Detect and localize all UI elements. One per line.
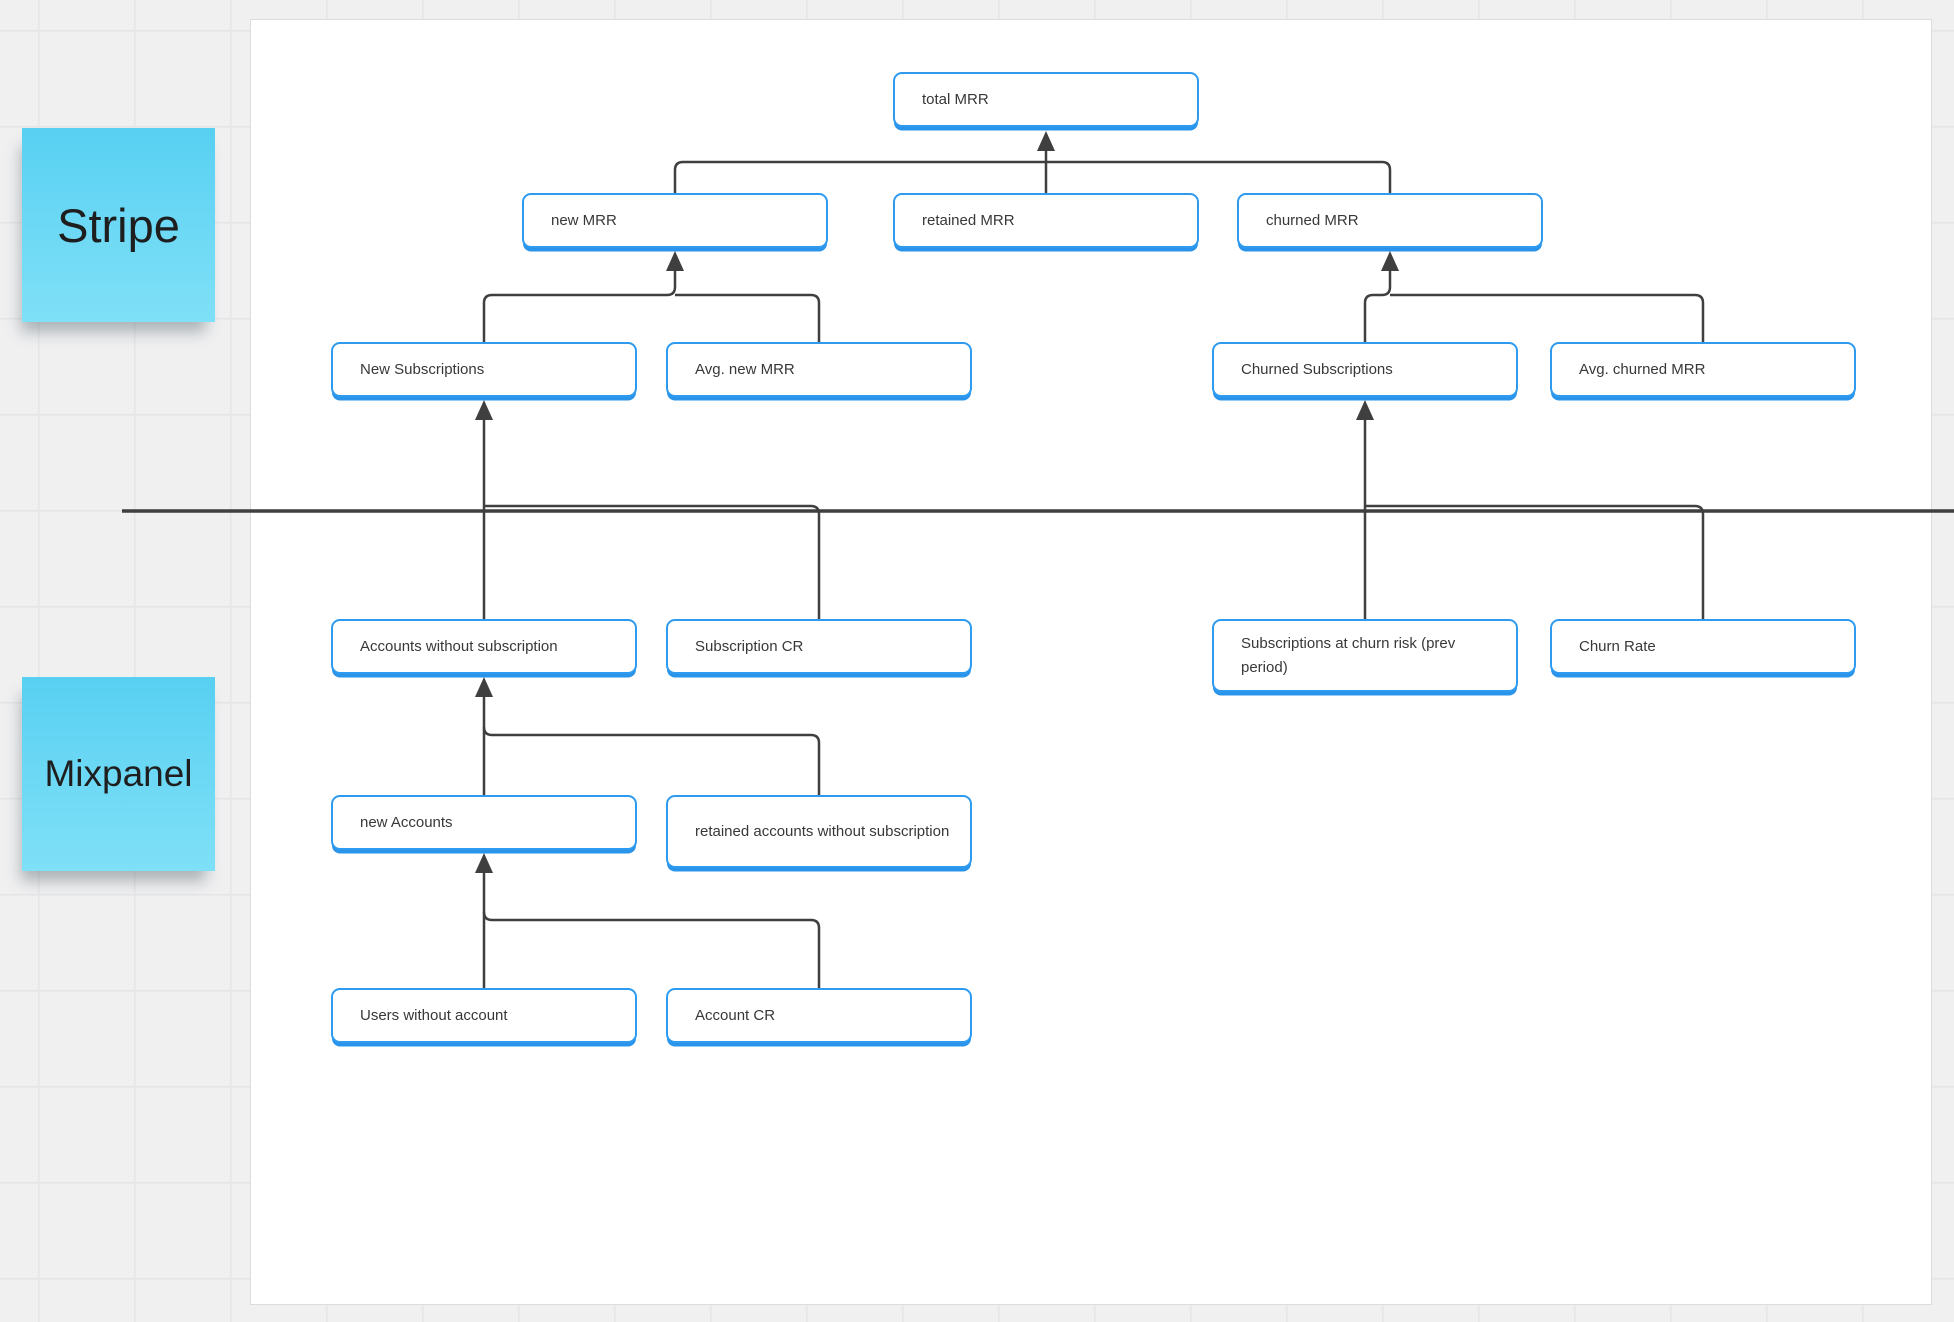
node-account-cr[interactable]: Account CR — [666, 988, 972, 1043]
node-label: Churn Rate — [1579, 637, 1656, 655]
node-churned-subscriptions[interactable]: Churned Subscriptions — [1212, 342, 1518, 397]
node-churned-mrr[interactable]: churned MRR — [1237, 193, 1543, 248]
node-label: total MRR — [922, 90, 989, 108]
node-label: Churned Subscriptions — [1241, 360, 1393, 378]
node-label: Accounts without subscription — [360, 637, 558, 655]
node-subscriptions-at-churn-risk[interactable]: Subscriptions at churn risk (prev period… — [1212, 619, 1518, 692]
node-churn-rate[interactable]: Churn Rate — [1550, 619, 1856, 674]
node-retained-mrr[interactable]: retained MRR — [893, 193, 1199, 248]
sticky-note-mixpanel[interactable]: Mixpanel — [22, 677, 215, 871]
node-new-subscriptions[interactable]: New Subscriptions — [331, 342, 637, 397]
node-avg-new-mrr[interactable]: Avg. new MRR — [666, 342, 972, 397]
node-subscription-cr[interactable]: Subscription CR — [666, 619, 972, 674]
sticky-note-stripe[interactable]: Stripe — [22, 128, 215, 322]
node-label: Avg. new MRR — [695, 360, 795, 378]
node-label: new MRR — [551, 211, 617, 229]
node-label: churned MRR — [1266, 211, 1359, 229]
node-users-without-account[interactable]: Users without account — [331, 988, 637, 1043]
node-label: retained MRR — [922, 211, 1015, 229]
sticky-note-mixpanel-label: Mixpanel — [44, 753, 193, 794]
sticky-note-stripe-label: Stripe — [57, 198, 180, 252]
node-label: new Accounts — [360, 813, 453, 831]
node-new-accounts[interactable]: new Accounts — [331, 795, 637, 850]
node-total-mrr[interactable]: total MRR — [893, 72, 1199, 127]
node-label: Avg. churned MRR — [1579, 360, 1706, 378]
node-retained-accounts-without-subscription[interactable]: retained accounts without subscription — [666, 795, 972, 868]
node-label: Users without account — [360, 1006, 508, 1024]
node-label: New Subscriptions — [360, 360, 485, 378]
node-accounts-without-subscription[interactable]: Accounts without subscription — [331, 619, 637, 674]
node-new-mrr[interactable]: new MRR — [522, 193, 828, 248]
node-avg-churned-mrr[interactable]: Avg. churned MRR — [1550, 342, 1856, 397]
node-label: Account CR — [695, 1006, 776, 1024]
node-label: Subscription CR — [695, 637, 804, 655]
node-label: Subscriptions at churn risk (prev period… — [1241, 635, 1456, 676]
node-label: retained accounts without subscription — [695, 822, 950, 840]
